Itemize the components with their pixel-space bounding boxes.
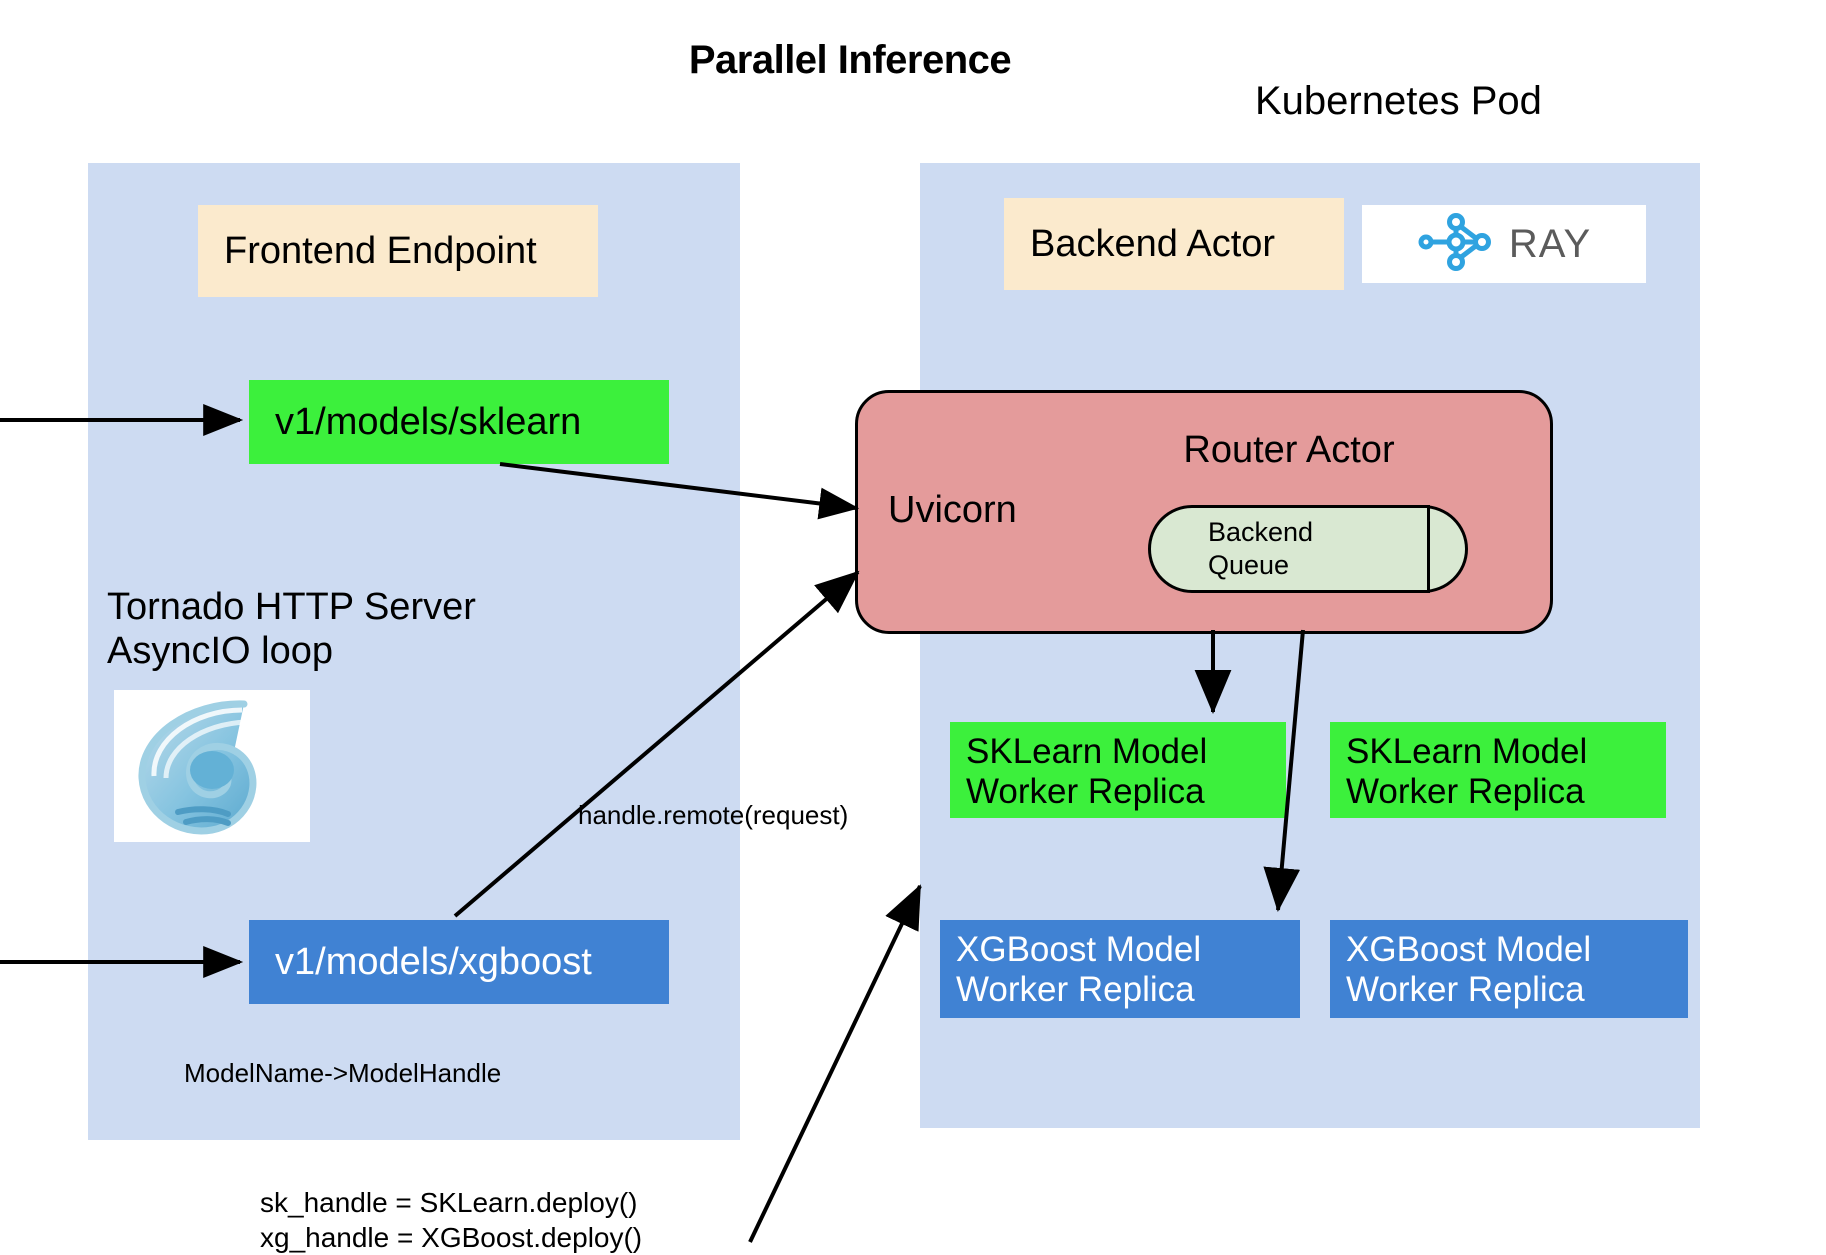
backend-queue-text: Backend Queue xyxy=(1208,516,1408,582)
backend-actor-box: Backend Actor xyxy=(1004,198,1344,290)
router-actor-box: Router Actor Uvicorn Backend Queue xyxy=(855,390,1553,634)
arrow-deploy-to-pod xyxy=(748,884,922,1243)
backend-actor-label: Backend Actor xyxy=(1030,222,1276,265)
handle-remote-annotation: handle.remote(request) xyxy=(578,800,849,830)
frontend-endpoint-box: Frontend Endpoint xyxy=(198,205,598,297)
backend-queue-body xyxy=(1148,505,1430,593)
worker-line2: Worker Replica xyxy=(1346,969,1585,1009)
sklearn-worker-replica-2: SKLearn Model Worker Replica xyxy=(1330,722,1666,818)
backend-queue-line1: Backend xyxy=(1208,517,1314,547)
ray-logo-icon xyxy=(1417,212,1495,276)
endpoint-sklearn-box[interactable]: v1/models/sklearn xyxy=(249,380,669,464)
sklearn-worker-replica-1: SKLearn Model Worker Replica xyxy=(950,722,1286,818)
kubernetes-pod-title: Kubernetes Pod xyxy=(1255,79,1542,123)
worker-line2: Worker Replica xyxy=(966,771,1205,811)
ray-logo-box: RAY xyxy=(1362,205,1646,283)
endpoint-xgboost-box[interactable]: v1/models/xgboost xyxy=(249,920,669,1004)
backend-queue-line2: Queue xyxy=(1208,549,1290,580)
worker-line2: Worker Replica xyxy=(1346,771,1585,811)
tornado-note-line1: Tornado HTTP Server xyxy=(107,586,476,628)
page-title: Parallel Inference xyxy=(688,38,1012,82)
arrow-sklearn-to-router xyxy=(499,462,860,520)
endpoint-sklearn-label: v1/models/sklearn xyxy=(275,400,582,443)
tornado-note-line2: AsyncIO loop xyxy=(107,630,333,673)
worker-line1: SKLearn Model xyxy=(966,732,1208,771)
xgboost-worker-replica-1: XGBoost Model Worker Replica xyxy=(940,920,1300,1018)
worker-line1: XGBoost Model xyxy=(1346,930,1592,969)
arrow-xgboost-to-router xyxy=(453,570,860,918)
uvicorn-label: Uvicorn xyxy=(888,489,1017,531)
router-actor-title: Router Actor xyxy=(1183,429,1395,471)
tornado-server-note: Tornado HTTP Server AsyncIO loop xyxy=(107,585,627,673)
backend-queue-cylinder: Backend Queue xyxy=(1148,505,1468,593)
deploy-code-annotation: sk_handle = SKLearn.deploy() xg_handle =… xyxy=(260,1187,643,1253)
tornado-logo xyxy=(114,690,310,842)
ray-wordmark: RAY xyxy=(1508,221,1592,266)
endpoint-xgboost-label: v1/models/xgboost xyxy=(275,940,592,983)
worker-line2: Worker Replica xyxy=(956,969,1195,1009)
arrow-router-to-xgboost-worker xyxy=(1263,629,1305,912)
xgboost-worker-replica-2: XGBoost Model Worker Replica xyxy=(1330,920,1688,1018)
model-name-mapping-label: ModelName->ModelHandle xyxy=(184,1058,502,1088)
frontend-endpoint-label: Frontend Endpoint xyxy=(224,229,537,272)
worker-line1: SKLearn Model xyxy=(1346,732,1588,771)
worker-line1: XGBoost Model xyxy=(956,930,1202,969)
